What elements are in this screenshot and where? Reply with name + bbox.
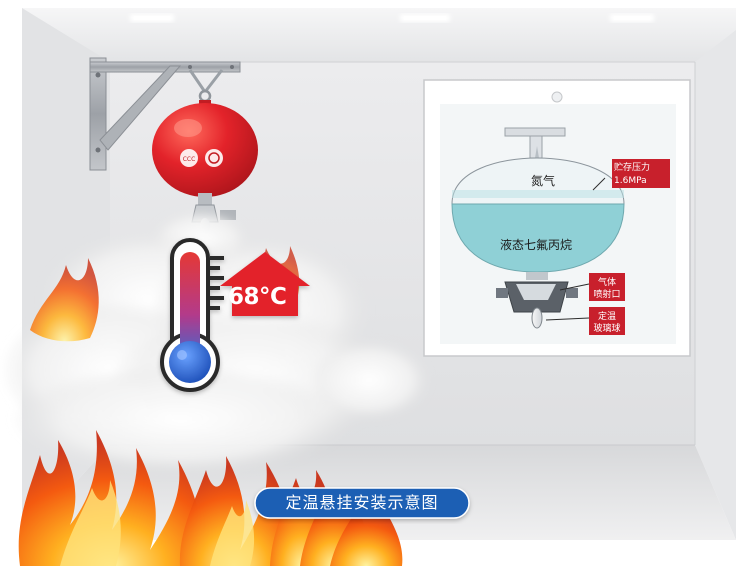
caption-pill-bg <box>254 487 470 519</box>
wall-bracket <box>89 57 241 171</box>
ceiling-lights <box>130 14 654 22</box>
ccc-certification-icon <box>180 149 198 167</box>
nozzle-label-box <box>589 273 625 301</box>
brand-logo-icon <box>205 149 223 167</box>
fire-flames <box>18 246 403 566</box>
svg-text:CCC: CCC <box>183 156 196 163</box>
cross-section-panel <box>423 79 691 357</box>
pressure-label-box <box>612 159 670 188</box>
temperature-up-arrow-icon <box>220 252 310 316</box>
bulb-label-box <box>589 307 625 335</box>
thermometer-icon <box>160 238 224 392</box>
